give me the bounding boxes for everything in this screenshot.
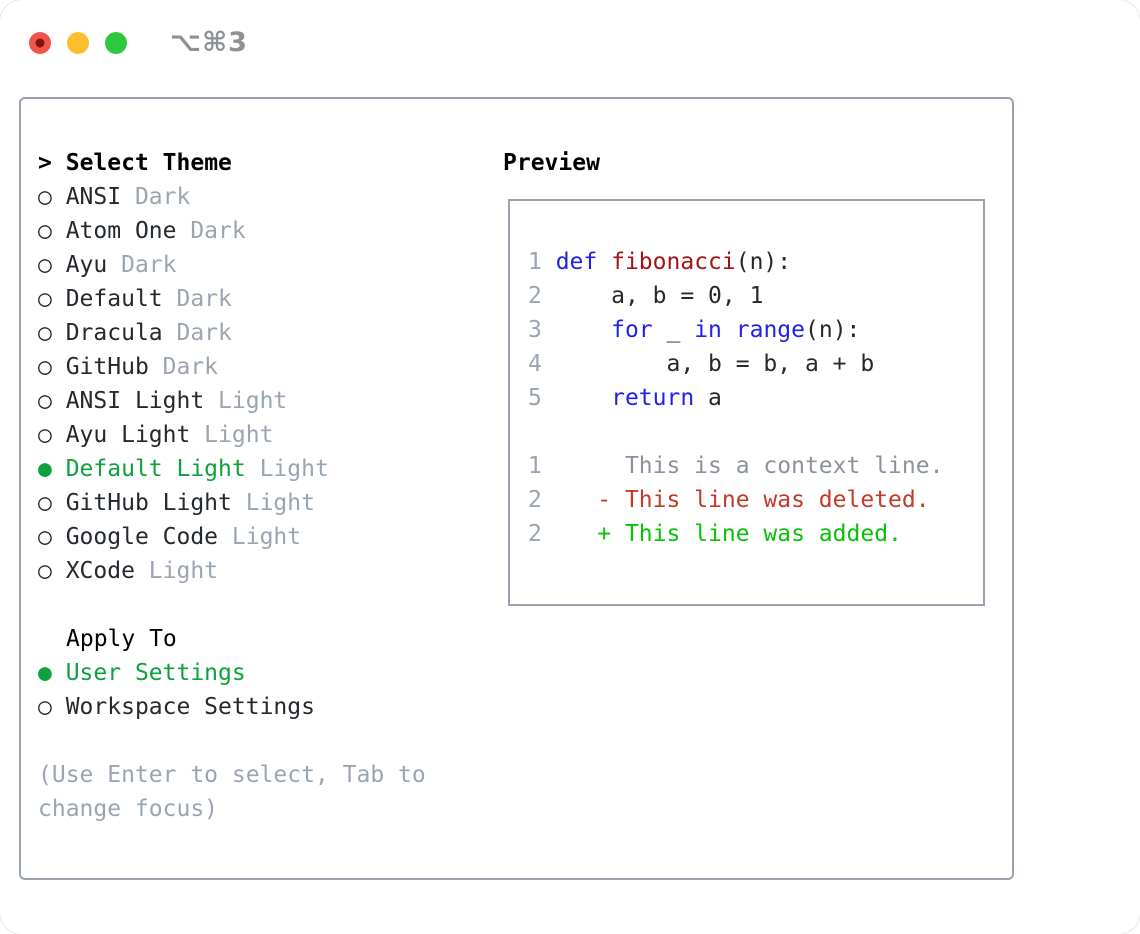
theme-name: Default Light bbox=[65, 456, 246, 482]
theme-name: Atom One bbox=[65, 218, 177, 244]
theme-variant: Light bbox=[204, 388, 288, 414]
radio-icon: ○ bbox=[38, 524, 66, 550]
theme-option[interactable]: ○ Ayu Dark bbox=[38, 248, 503, 282]
preview-code-line: 2 a, b = 0, 1 bbox=[528, 283, 764, 309]
window-shortcut: ⌥⌘3 bbox=[170, 27, 248, 58]
apply-options: ● User Settings○ Workspace Settings bbox=[38, 656, 503, 724]
preview-code-line: 1 def fibonacci(n): bbox=[528, 249, 792, 275]
theme-option[interactable]: ○ GitHub Light Light bbox=[38, 486, 503, 520]
preview-box: 1 def fibonacci(n): 2 a, b = 0, 1 3 for _ … bbox=[508, 199, 985, 606]
radio-selected-icon: ● bbox=[38, 660, 66, 686]
close-dot-icon bbox=[35, 38, 45, 47]
theme-variant: Light bbox=[218, 524, 302, 550]
theme-name: Ayu Light bbox=[65, 422, 191, 448]
theme-list-column: > Select Theme ○ ANSI Dark○ Atom One Dar… bbox=[38, 146, 503, 878]
theme-variant: Light bbox=[231, 490, 315, 516]
preview-title: Preview bbox=[503, 150, 600, 176]
titlebar: ⌥⌘3 bbox=[29, 27, 248, 58]
select-theme-header: > Select Theme bbox=[38, 146, 503, 180]
theme-picker-panel: > Select Theme ○ ANSI Dark○ Atom One Dar… bbox=[19, 97, 1014, 880]
theme-variant: Light bbox=[245, 456, 329, 482]
theme-variant: Dark bbox=[148, 354, 219, 380]
theme-option[interactable]: ○ XCode Light bbox=[38, 554, 503, 588]
apply-option[interactable]: ● User Settings bbox=[38, 656, 503, 690]
theme-variant: Dark bbox=[162, 320, 232, 346]
theme-option[interactable]: ○ Atom One Dark bbox=[38, 214, 503, 248]
select-theme-title: Select Theme bbox=[65, 150, 232, 176]
theme-option[interactable]: ○ GitHub Dark bbox=[38, 350, 503, 384]
preview-code-line: 4 a, b = b, a + b bbox=[528, 351, 875, 377]
theme-name: GitHub Light bbox=[65, 490, 232, 516]
radio-icon: ○ bbox=[38, 388, 66, 414]
theme-option[interactable]: ○ Dracula Dark bbox=[38, 316, 503, 350]
apply-option[interactable]: ○ Workspace Settings bbox=[38, 690, 503, 724]
preview-code-line bbox=[528, 415, 983, 449]
apply-option-name: User Settings bbox=[65, 660, 246, 686]
theme-variant: Dark bbox=[176, 218, 246, 244]
apply-option-name: Workspace Settings bbox=[65, 694, 315, 720]
theme-variant: Dark bbox=[162, 286, 232, 312]
zoom-button[interactable] bbox=[105, 31, 127, 54]
apply-to-header: Apply To bbox=[66, 626, 177, 652]
preview-code-line: 1 This is a context line. bbox=[528, 453, 944, 479]
radio-selected-icon: ● bbox=[38, 456, 66, 482]
prompt-icon: > bbox=[38, 150, 52, 176]
preview-code-line: 5 return a bbox=[528, 385, 722, 411]
theme-name: Ayu bbox=[65, 252, 108, 278]
radio-icon: ○ bbox=[38, 286, 66, 312]
theme-name: Dracula bbox=[65, 320, 163, 346]
theme-variant: Dark bbox=[121, 184, 191, 210]
preview-column: Preview 1 def fibonacci(n): 2 a, b = 0, 1… bbox=[503, 146, 1012, 878]
preview-code-line: 3 for _ in range(n): bbox=[528, 317, 861, 343]
theme-variant: Light bbox=[190, 422, 274, 448]
theme-variant: Dark bbox=[107, 252, 177, 278]
radio-icon: ○ bbox=[38, 184, 66, 210]
theme-option[interactable]: ○ ANSI Light Light bbox=[38, 384, 503, 418]
theme-option[interactable]: ○ Google Code Light bbox=[38, 520, 503, 554]
radio-icon: ○ bbox=[38, 252, 66, 278]
theme-name: XCode bbox=[65, 558, 135, 584]
theme-variant: Light bbox=[134, 558, 219, 584]
close-button[interactable] bbox=[29, 31, 51, 54]
radio-icon: ○ bbox=[38, 558, 66, 584]
theme-name: GitHub bbox=[65, 354, 149, 380]
theme-name: Default bbox=[65, 286, 163, 312]
hint-line-1: (Use Enter to select, Tab to bbox=[38, 762, 426, 788]
theme-option[interactable]: ● Default Light Light bbox=[38, 452, 503, 486]
radio-icon: ○ bbox=[38, 422, 66, 448]
theme-name: Google Code bbox=[65, 524, 219, 550]
radio-icon: ○ bbox=[38, 694, 66, 720]
theme-options: ○ ANSI Dark○ Atom One Dark○ Ayu Dark○ De… bbox=[38, 180, 503, 588]
preview-code-line: 2 - This line was deleted. bbox=[528, 487, 930, 513]
preview-code-line: 2 + This line was added. bbox=[528, 521, 902, 547]
minimize-button[interactable] bbox=[67, 31, 89, 54]
radio-icon: ○ bbox=[38, 354, 66, 380]
radio-icon: ○ bbox=[38, 218, 66, 244]
hint-line-2: change focus) bbox=[38, 796, 219, 822]
radio-icon: ○ bbox=[38, 490, 66, 516]
theme-name: ANSI bbox=[65, 184, 122, 210]
theme-option[interactable]: ○ Default Dark bbox=[38, 282, 503, 316]
theme-option[interactable]: ○ Ayu Light Light bbox=[38, 418, 503, 452]
theme-name: ANSI Light bbox=[65, 388, 205, 414]
theme-option[interactable]: ○ ANSI Dark bbox=[38, 180, 503, 214]
spacer bbox=[38, 588, 503, 622]
spacer bbox=[38, 724, 503, 758]
radio-icon: ○ bbox=[38, 320, 66, 346]
